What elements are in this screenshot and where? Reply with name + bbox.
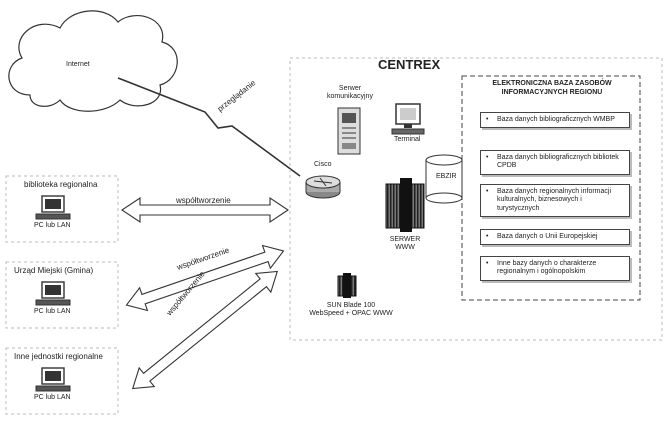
ebzir-label: EBZIR [436,173,457,180]
centrex-boundary [289,57,663,341]
bullet-icon: • [486,233,489,240]
unit-pc-label-2: PC lub LAN [34,308,71,315]
comm-server-icon [337,107,361,155]
centrex-title: CENTREX [378,57,441,72]
bullet-icon: • [486,260,489,267]
coop-arrow-2 [125,244,285,312]
unit-pc-label-1: PC lub LAN [34,222,71,229]
bullet-icon: • [486,154,489,161]
unit-box-2 [5,261,119,329]
unit-box-1 [5,175,119,243]
pc-icon-2 [35,281,71,306]
pc-icon-1 [35,195,71,220]
comm-server-label: Serwer komunikacyjny [327,85,373,101]
bullet-icon: • [486,116,489,123]
coop-arrow-1 [121,196,289,224]
database-item-5: • Inne bazy danych o charakterze regiona… [480,256,630,281]
database-item-4: • Baza danych o Unii Europejskiej [480,229,630,246]
www-server-label: SERWER WWW [389,236,421,252]
internet-label: Internet [66,61,90,68]
database-item-3: • Baza danych regionalnych informacji ku… [480,184,630,218]
database-item-2: • Baza danych bibliograficznych bibliote… [480,150,630,175]
browse-lightning-link [117,77,301,177]
unit-title-3: Inne jednostki regionalne [14,352,103,361]
pc-icon-3 [35,367,71,392]
cisco-label: Cisco [314,161,332,168]
terminal-label: Terminal [394,136,421,143]
ebzir-database-icon [425,154,463,204]
unit-pc-label-3: PC lub LAN [34,394,71,401]
coop-label-1: współtworzenie [175,196,231,205]
cisco-router-icon [305,175,341,199]
sun-blade-icon [337,273,357,298]
unit-box-3 [5,347,119,415]
database-item-1: • Baza danych bibliograficznych WMBP [480,112,630,129]
terminal-icon [391,103,425,135]
browse-label: przeglądanie [216,78,258,114]
sun-blade-label: SUN Blade 100 WebSpeed + OPAC WWW [309,302,393,318]
unit-title-1: biblioteka regionalna [24,180,98,189]
unit-title-2: Urząd Miejski (Gmina) [14,266,94,275]
database-title: ELEKTRONICZNA BAZA ZASOBÓW INFORMACYJNYC… [492,80,612,96]
coop-arrow-3 [131,270,279,390]
bullet-icon: • [486,188,489,195]
www-server-icon [385,178,425,232]
internet-cloud [8,10,178,112]
